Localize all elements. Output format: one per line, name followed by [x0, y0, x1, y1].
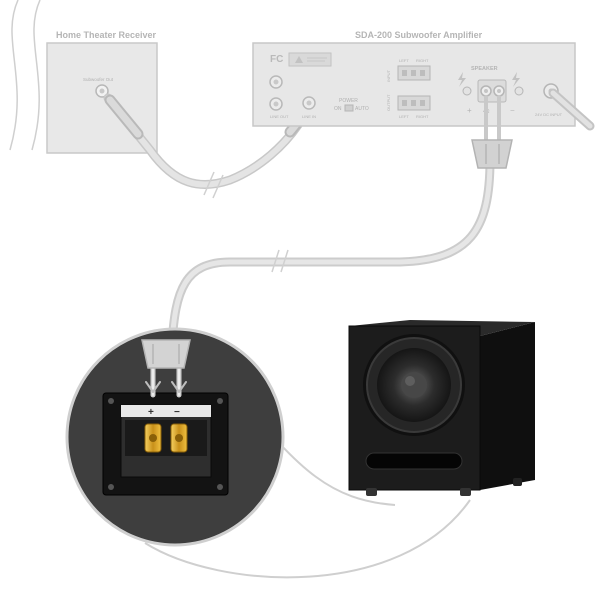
break-mark-icon: [203, 171, 224, 199]
line-in-jack[interactable]: [302, 96, 316, 110]
line-out-label: LINE OUT: [270, 114, 289, 119]
terminal-minus-label: −: [174, 407, 180, 418]
output-label: OUTPUT: [386, 94, 391, 111]
amplifier-title: SDA-200 Subwoofer Amplifier: [355, 30, 483, 40]
line-jack-left[interactable]: [269, 75, 283, 89]
zoom-cable-splitter: [141, 339, 191, 369]
fc-logo-icon: FC: [270, 54, 283, 65]
power-input-label: 24V DC INPUT: [535, 112, 563, 117]
speaker-right-screw: [514, 86, 524, 96]
line-in-label: LINE IN: [302, 114, 316, 119]
line-jack-right[interactable]: [269, 97, 283, 111]
auto-label: AUTO: [355, 106, 369, 112]
speaker-cable: [167, 95, 501, 350]
warning-label-icon: [288, 52, 332, 67]
input-label: INPUT: [386, 69, 391, 82]
receiver-title: Home Theater Receiver: [56, 30, 157, 40]
receiver-jack-label: Subwoofer Out: [83, 77, 114, 82]
terminal-minus-post[interactable]: [170, 423, 188, 453]
speaker-plus-label: +: [467, 106, 472, 115]
subwoofer-out-jack[interactable]: [95, 84, 109, 98]
speaker-cable-splitter: [471, 139, 513, 169]
speaker-minus-post[interactable]: [493, 85, 505, 97]
output-right-label: RIGHT: [416, 114, 429, 119]
speaker-label: SPEAKER: [471, 66, 498, 72]
speaker-plus-post[interactable]: [480, 85, 492, 97]
lightning-icon: [458, 72, 520, 87]
speaker-left-screw: [462, 86, 472, 96]
rca-cable: [103, 93, 314, 190]
subwoofer-amplifier: SDA-200 Subwoofer Amplifier FC LINE OUT …: [252, 30, 576, 127]
input-right-label: RIGHT: [416, 58, 429, 63]
subwoofer: [348, 320, 535, 496]
power-switch[interactable]: [344, 104, 354, 112]
wall-edge: [9, 0, 41, 151]
subwoofer-port: [365, 452, 463, 470]
break-mark-icon: [271, 249, 289, 273]
on-label: ON: [334, 106, 342, 112]
speaker-input-terminal[interactable]: [397, 65, 431, 81]
output-left-label: LEFT: [399, 114, 409, 119]
subwoofer-driver: [363, 334, 465, 436]
terminal-plus-label: +: [148, 407, 154, 418]
speaker-output-terminal[interactable]: [397, 95, 431, 111]
speaker-minus-label: −: [510, 106, 515, 115]
power-label: POWER: [339, 98, 358, 104]
terminal-plus-post[interactable]: [144, 423, 162, 453]
input-left-label: LEFT: [399, 58, 409, 63]
power-cord: [548, 88, 595, 131]
